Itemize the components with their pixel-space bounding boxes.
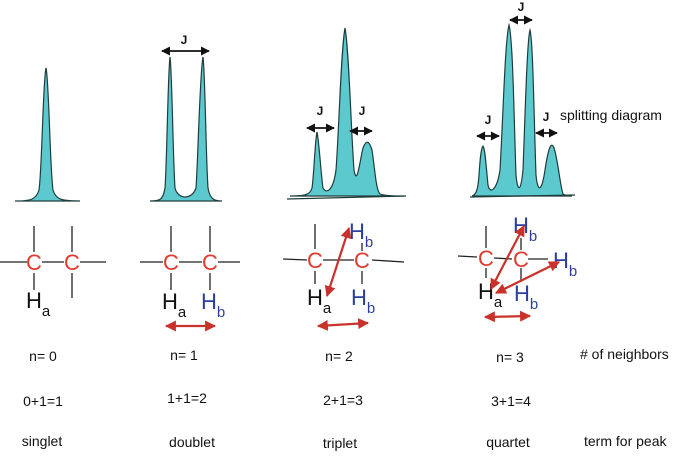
n-plus-one-rule: 3+1=4 [491,393,531,409]
carbon-atom: C [307,248,323,273]
hb-atom: Hb [351,285,375,317]
triplet-j-label-right: J [359,104,366,118]
peak-term: triplet [323,435,357,451]
triplet-j-label-left: J [317,104,324,118]
hb-atom: Hb [349,219,373,251]
coupling-arrow [316,318,370,331]
peak-term: singlet [22,433,63,449]
neighbors-count: n= 1 [170,347,198,363]
hb-atom: Hb [514,281,538,313]
n-plus-one-rule: 2+1=3 [323,392,363,408]
molecule-triplet: C C Hb Ha Hb [282,219,405,331]
quartet-j-label-left: J [485,113,492,127]
term-row-label: term for peak [584,433,667,449]
n-plus-one-row: 0+1=1 1+1=2 2+1=3 3+1=4 [23,390,531,409]
carbon-atom: C [163,250,179,275]
triplet-baseline [286,195,407,200]
triplet-peaks [289,27,405,197]
neighbors-count: n= 0 [29,348,57,364]
doublet-j-label: J [181,33,188,47]
ha-atom: Ha [478,279,503,311]
molecule-quartet: C C Hb Hb Ha Hb [457,213,577,323]
carbon-atom: C [26,250,42,275]
molecule-singlet: C C Ha [0,226,106,320]
carbon-atom: C [513,247,529,272]
coupling-arrow [324,226,352,298]
neighbors-count: n= 3 [496,349,524,365]
carbon-atom: C [202,250,218,275]
ha-atom: Ha [307,285,332,317]
neighbors-row-label: # of neighbors [580,346,669,362]
quartet-j-label-top: J [518,0,525,14]
neighbors-row: n= 0 n= 1 n= 2 n= 3 # of neighbors [29,346,669,365]
quartet-j-label-right: J [543,110,550,124]
n-plus-one-rule: 0+1=1 [23,393,63,409]
quartet-peaks [471,22,573,197]
coupling-arrow [495,261,560,294]
quartet-baseline [469,194,576,198]
ha-atom: Ha [26,288,51,320]
spectra: J J J J J J splitting diagram [14,0,662,202]
coupling-arrow [483,310,532,323]
carbon-atom: C [64,250,80,275]
splitting-diagram-label: splitting diagram [560,107,662,123]
neighbors-count: n= 2 [325,348,353,364]
n-plus-one-rule: 1+1=2 [167,390,207,406]
singlet-peak [14,67,81,202]
carbon-atom: C [478,246,494,271]
peak-term: quartet [486,434,530,450]
ha-atom: Ha [162,289,187,321]
doublet-peaks [149,56,223,202]
carbon-atom: C [354,248,370,273]
molecule-doublet: C C Ha Hb [140,226,240,332]
hb-atom: Hb [201,289,225,321]
peak-term: doublet [169,434,215,450]
term-row: singlet doublet triplet quartet term for… [22,433,668,451]
